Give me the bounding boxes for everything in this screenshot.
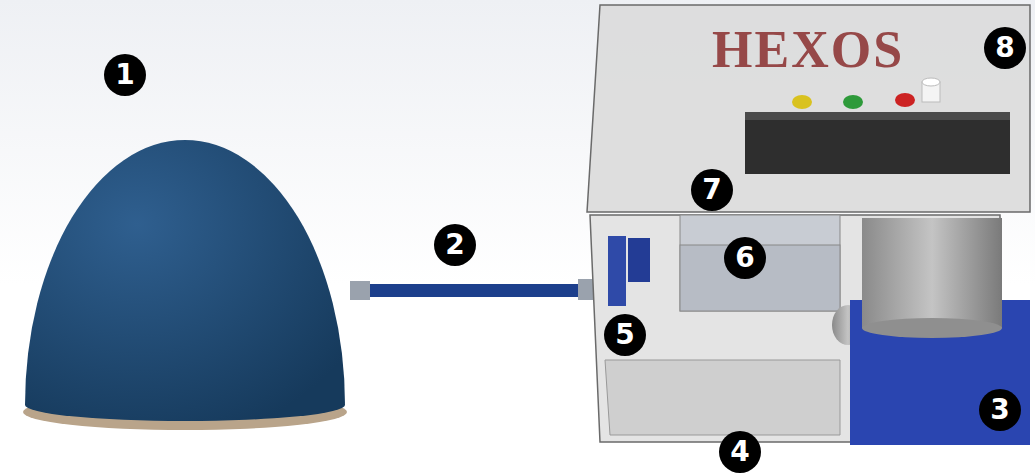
callout-number: 3 (979, 389, 1021, 431)
housing (590, 215, 1030, 445)
callout-number: 5 (604, 314, 646, 356)
tube (350, 279, 600, 300)
callout-number: 6 (724, 237, 766, 279)
callout-number: 8 (984, 27, 1026, 69)
dome (23, 140, 347, 430)
brand-text: HEXOS (712, 24, 904, 76)
callout-number: 7 (691, 169, 733, 211)
lid (587, 5, 1030, 212)
callout-number: 2 (434, 224, 476, 266)
callout-number: 1 (104, 54, 146, 96)
callout-number: 4 (719, 431, 761, 473)
